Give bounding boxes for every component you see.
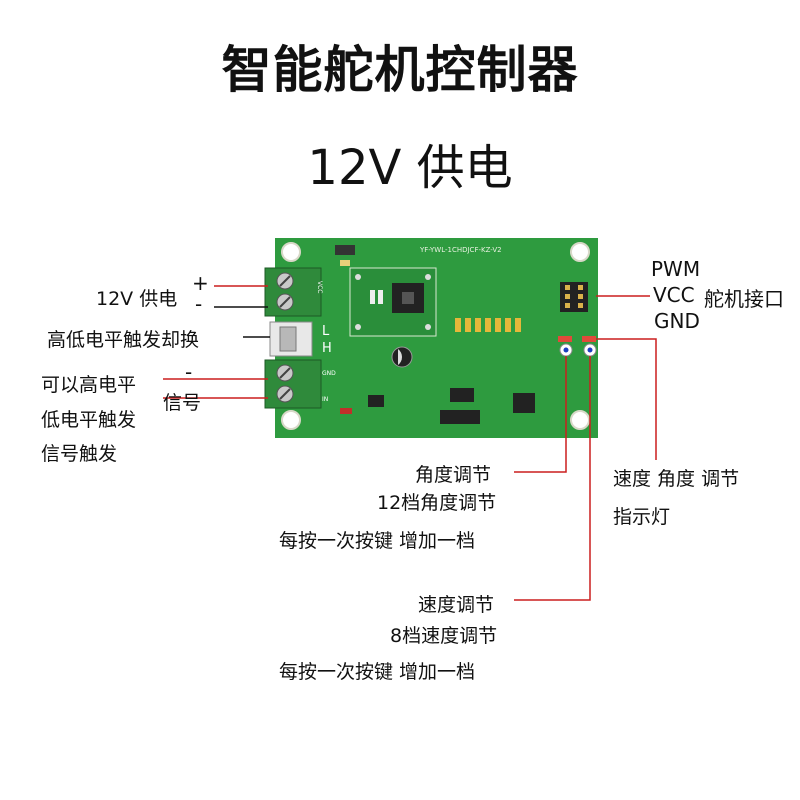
label-pwm: PWM: [651, 257, 701, 281]
electrolytic-capacitor: [391, 346, 413, 368]
label-high-level: 可以高电平: [41, 374, 137, 396]
leader-speed: [514, 356, 591, 601]
mounting-hole: [281, 410, 301, 430]
via: [425, 324, 431, 330]
mounting-hole: [570, 242, 590, 262]
label-signal: 信号: [163, 392, 202, 414]
label-angle-title: 角度调节: [415, 464, 492, 486]
terminal-screw-slot: [279, 296, 291, 308]
page-subtitle: 12V 供电: [307, 140, 513, 196]
leader-indicator: [596, 338, 657, 460]
servo-header: [560, 282, 588, 312]
board-silkscreen-id: YF-YWL-1CHDJCF-KZ-V2: [420, 246, 502, 254]
lh-switch-knob: [279, 326, 297, 352]
label-speed-levels: 8档速度调节: [390, 625, 498, 647]
indicator-led: [582, 336, 596, 342]
resistor: [370, 290, 375, 304]
red-led: [340, 408, 352, 414]
board-label-l: L: [322, 324, 330, 339]
label-speed-press: 每按一次按键 增加一档: [279, 661, 476, 683]
board-pin-in: IN: [322, 396, 329, 403]
label-indicator-line1: 速度 角度 调节: [613, 468, 740, 490]
program-header: [440, 410, 480, 424]
resistor: [378, 290, 383, 304]
label-vcc: VCC: [653, 283, 695, 307]
mounting-hole: [570, 410, 590, 430]
power-terminal-block: [264, 267, 322, 317]
label-trigger-switch: 高低电平触发却换: [47, 329, 200, 351]
led-smd: [340, 260, 350, 266]
via: [355, 324, 361, 330]
via: [425, 274, 431, 280]
mounting-hole: [281, 242, 301, 262]
label-power-minus: -: [195, 292, 203, 316]
indicator-led: [558, 336, 572, 342]
label-angle-press: 每按一次按键 增加一档: [279, 530, 476, 552]
ic-small: [368, 395, 384, 407]
terminal-screw-slot: [279, 388, 291, 400]
capacitor-mark: [398, 349, 402, 365]
label-signal-minus: -: [185, 360, 193, 384]
board-label-h: H: [322, 341, 332, 356]
signal-terminal-block: [264, 359, 322, 409]
ic-u13: [513, 393, 535, 413]
label-indicator-line2: 指示灯: [613, 506, 671, 528]
label-power-plus: +: [192, 271, 209, 295]
label-speed-title: 速度调节: [418, 594, 495, 616]
via: [355, 274, 361, 280]
ic-pad: [402, 292, 414, 304]
diode: [335, 245, 355, 255]
page-title: 智能舵机控制器: [221, 41, 579, 99]
leader-angle: [514, 356, 567, 473]
terminal-screw-slot: [279, 275, 291, 287]
label-gnd: GND: [654, 309, 700, 333]
label-angle-levels: 12档角度调节: [377, 492, 497, 514]
label-power: 12V 供电: [96, 288, 178, 310]
speed-button-center: [587, 347, 593, 353]
label-servo-port: 舵机接口: [704, 287, 784, 311]
gold-pads: [455, 318, 521, 332]
header-pins: [565, 285, 583, 308]
label-low-level: 低电平触发: [41, 409, 137, 431]
terminal-screw-slot: [279, 367, 291, 379]
board-pin-gnd: GND: [322, 370, 336, 377]
ic-u1: [450, 388, 474, 402]
angle-button-center: [563, 347, 569, 353]
label-signal-trigger: 信号触发: [41, 443, 118, 465]
board-pin-vcc: VCC: [316, 281, 323, 294]
